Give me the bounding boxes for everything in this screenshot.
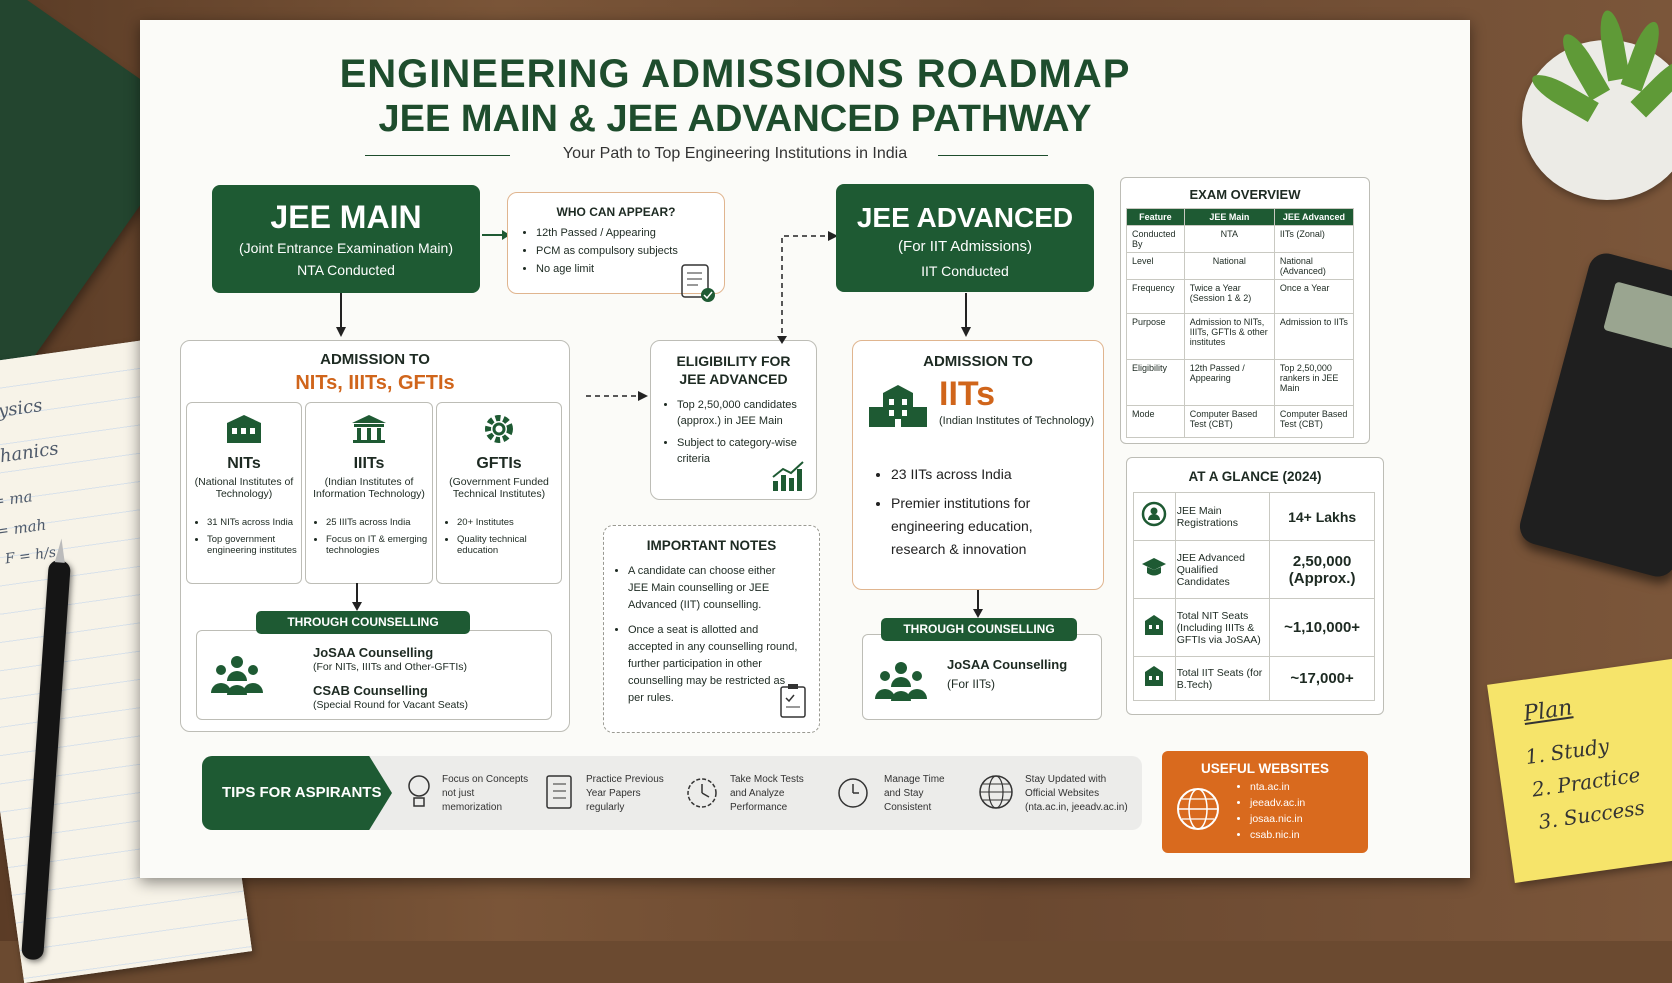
lightbulb-icon bbox=[408, 775, 430, 807]
globe-icon bbox=[979, 775, 1013, 809]
important-notes-box: IMPORTANT NOTES A candidate can choose e… bbox=[603, 525, 820, 733]
globe-icon bbox=[1177, 788, 1219, 830]
building-icon bbox=[1145, 615, 1164, 635]
roadmap-poster: ENGINEERING ADMISSIONS ROADMAP JEE MAIN … bbox=[140, 20, 1470, 878]
building-icon bbox=[869, 385, 927, 427]
at-a-glance-table: JEE Main Registrations 14+ Lakhs JEE Adv… bbox=[1133, 492, 1375, 701]
left-counselling-label: THROUGH COUNSELLING bbox=[256, 611, 470, 634]
checklist-icon bbox=[681, 264, 715, 302]
who-can-appear-box: WHO CAN APPEAR? 12th Passed / Appearing … bbox=[507, 192, 725, 302]
growth-chart-icon bbox=[772, 461, 804, 491]
website-link[interactable]: nta.ac.in bbox=[1250, 781, 1305, 794]
at-a-glance-panel: AT A GLANCE (2024) JEE Main Registration… bbox=[1126, 457, 1384, 715]
jee-main-header: JEE MAIN (Joint Entrance Examination Mai… bbox=[212, 185, 480, 293]
registration-icon bbox=[1142, 501, 1167, 527]
right-counselling-box: JoSAA Counselling (For IITs) bbox=[862, 634, 1102, 720]
stopwatch-icon bbox=[687, 778, 717, 808]
website-link[interactable]: csab.nic.in bbox=[1250, 829, 1305, 842]
subtitle: Your Path to Top Engineering Institution… bbox=[562, 145, 908, 162]
building-icon bbox=[1145, 666, 1164, 686]
title-line-1: ENGINEERING ADMISSIONS ROADMAP bbox=[339, 52, 1131, 96]
plant bbox=[1512, 0, 1672, 180]
checklist-icon bbox=[546, 775, 572, 809]
gear-icon bbox=[485, 415, 513, 443]
left-counselling-box: JoSAA Counselling (For NITs, IIITs and O… bbox=[196, 630, 552, 720]
sticky-note: Plan 1. Study 2. Practice 3. Success bbox=[1487, 657, 1672, 883]
institute-icon bbox=[352, 415, 386, 443]
jee-advanced-header: JEE ADVANCED (For IIT Admissions) IIT Co… bbox=[836, 184, 1094, 292]
title-line-2: JEE MAIN & JEE ADVANCED PATHWAY bbox=[378, 98, 1092, 140]
website-link[interactable]: jeeadv.ac.in bbox=[1250, 797, 1305, 810]
eligibility-box: ELIGIBILITY FOR JEE ADVANCED Top 2,50,00… bbox=[650, 340, 817, 500]
admission-right-panel: ADMISSION TO IITs (Indian Institutes of … bbox=[852, 340, 1104, 590]
group-icon bbox=[211, 656, 263, 695]
gftis-card: GFTIs (Government Funded Technical Insti… bbox=[436, 402, 562, 584]
website-link[interactable]: josaa.nic.in bbox=[1250, 813, 1305, 826]
useful-websites-box: USEFUL WEBSITES nta.ac.in jeeadv.ac.in j… bbox=[1162, 751, 1368, 853]
clipboard-icon bbox=[780, 684, 806, 718]
tips-label-box: TIPS FOR ASPIRANTS bbox=[202, 756, 392, 830]
group-icon bbox=[875, 662, 927, 701]
building-icon bbox=[227, 415, 261, 443]
right-counselling-label: THROUGH COUNSELLING bbox=[881, 618, 1077, 641]
clock-icon bbox=[838, 778, 868, 808]
nits-card: NITs (National Institutes of Technology)… bbox=[186, 402, 302, 584]
iiits-card: IIITs (Indian Institutes of Information … bbox=[305, 402, 433, 584]
graduation-cap-icon bbox=[1142, 558, 1167, 576]
